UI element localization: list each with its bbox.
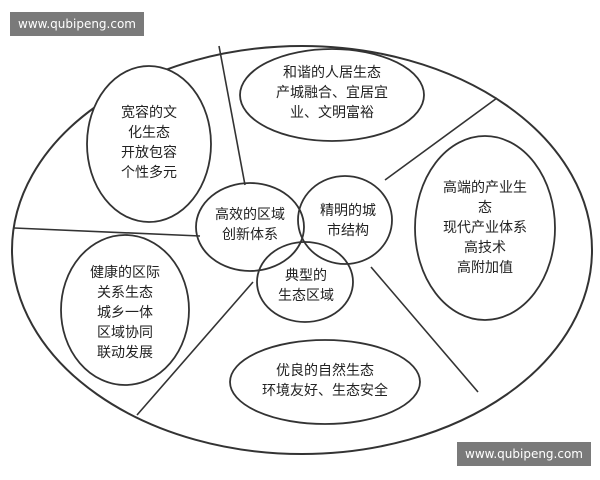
text-line: 优良的自然生态 [276, 363, 374, 379]
text-line: 现代产业体系 [443, 220, 527, 236]
text-line: 高效的区域 [215, 207, 285, 223]
label-tolerant-culture: 宽容的文 化生态 开放包容 个性多元 [104, 103, 194, 183]
divider-line-top-left [218, 45, 246, 186]
label-harmonious-living: 和谐的人居生态 产城融合、宜居宜 业、文明富裕 [262, 63, 402, 123]
text-line: 产城融合、宜居宜 [276, 85, 388, 101]
text-line: 化生态 [128, 125, 170, 141]
divider-line-bottom-right [370, 266, 479, 393]
text-line: 高技术 [464, 240, 506, 256]
outer-ellipse [11, 45, 593, 455]
text-line: 宽容的文 [121, 105, 177, 121]
text-line: 高附加值 [457, 260, 513, 276]
text-line: 开放包容 [121, 145, 177, 161]
label-natural-ecology: 优良的自然生态 环境友好、生态安全 [245, 361, 405, 401]
text-line: 城乡一体 [97, 305, 153, 321]
text-line: 健康的区际 [90, 265, 160, 281]
text-line: 生态区域 [278, 288, 334, 304]
text-line: 精明的城 [320, 203, 376, 219]
center-circle-bottom [256, 241, 354, 323]
center-circle-right [297, 175, 393, 265]
text-line: 区域协同 [97, 325, 153, 341]
text-line: 和谐的人居生态 [283, 65, 381, 81]
text-line: 典型的 [285, 268, 327, 284]
divider-line-bottom-left [136, 281, 254, 416]
text-line: 业、文明富裕 [290, 105, 374, 121]
text-line: 关系生态 [97, 285, 153, 301]
divider-line-left [13, 227, 201, 237]
label-high-end-industry: 高端的产业生 态 现代产业体系 高技术 高附加值 [425, 178, 545, 278]
ellipse-bottom [229, 339, 421, 425]
text-line: 联动发展 [97, 345, 153, 361]
text-line: 创新体系 [222, 227, 278, 243]
ellipse-left-lower [60, 234, 190, 386]
ellipse-left-upper [86, 65, 212, 223]
text-line: 环境友好、生态安全 [262, 383, 388, 399]
label-smart-city-structure: 精明的城 市结构 [312, 201, 384, 241]
divider-line-top-right [384, 97, 498, 181]
label-healthy-regional-relations: 健康的区际 关系生态 城乡一体 区域协同 联动发展 [77, 263, 173, 363]
label-regional-innovation: 高效的区域 创新体系 [205, 205, 295, 245]
text-line: 高端的产业生 [443, 180, 527, 196]
text-line: 个性多元 [121, 165, 177, 181]
watermark-top: www.qubipeng.com [10, 12, 144, 36]
text-line: 市结构 [327, 223, 369, 239]
ellipse-right [414, 135, 556, 321]
text-line: 态 [478, 200, 492, 216]
ellipse-top [239, 48, 425, 142]
watermark-bottom: www.qubipeng.com [457, 442, 591, 466]
label-typical-eco-region: 典型的 生态区域 [268, 266, 344, 306]
center-circle-left [195, 182, 305, 272]
